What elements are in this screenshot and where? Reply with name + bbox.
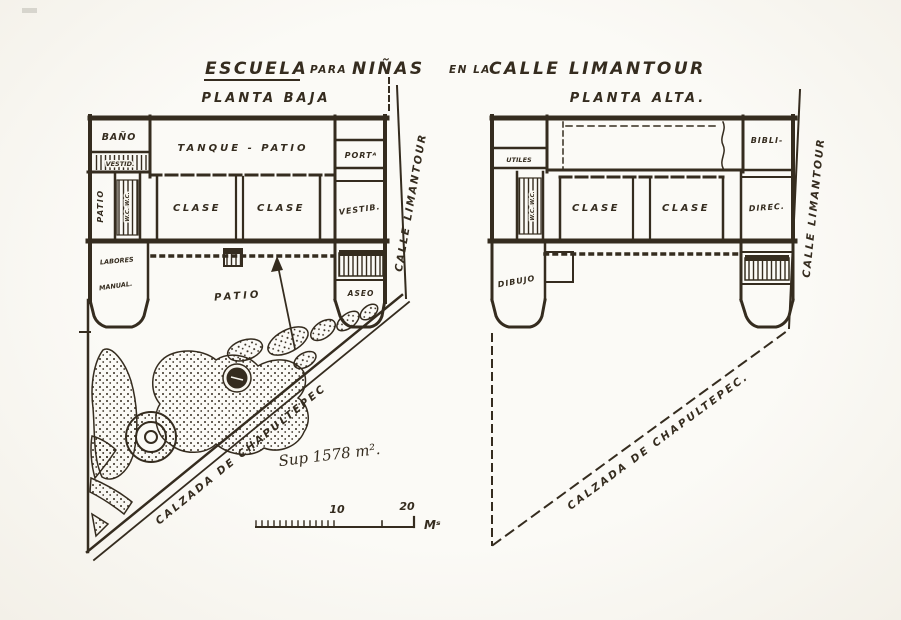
garden-tree [222,363,252,393]
room-label-wc-baja: W.C. W.C. [125,192,131,222]
room-label-aseo: ASEO [347,289,375,298]
title-calle-limantour: CALLE LIMANTOUR [489,59,706,79]
heading-planta-baja: PLANTA BAJA [201,91,330,106]
bay-labores [88,298,150,329]
room-label-utiles: UTILES [506,156,532,164]
room-label-direccion: DIREC. [748,202,785,214]
garden-fountain [125,411,177,463]
room-label-biblioteca: BIBLI- [751,136,784,145]
room-label-clase-1-baja: CLASE [173,203,221,214]
stairs-baja-top [339,250,383,256]
heading-planta-alta: PLANTA ALTA. [570,91,707,106]
stairs-baja [338,252,384,277]
room-label-vestibulo: VESTIB. [338,202,381,217]
sheet-title: ESCUELA PARA NIÑAS EN LA CALLE LIMANTOUR… [201,56,707,106]
garden-planta-baja [89,303,379,538]
garden-bed [89,476,133,516]
room-label-labores-2: MANUAL. [99,280,133,293]
title-ninas: NIÑAS [352,56,425,79]
bay-dibujo [490,298,547,329]
garden-bed [226,338,264,362]
room-label-tanque-patio: TANQUE - PATIO [178,143,309,154]
garden-bed [90,512,110,538]
wc-stalls-alta [518,177,542,235]
stairs-alta [744,257,790,281]
room-label-porteria: PORTᴬ [345,151,378,160]
room-label-bano: BAÑO [102,132,137,143]
street-label-calzada-alta: CALZADA DE CHAPULTEPEC. [565,371,751,513]
label-patio-main: PATIO [214,289,262,303]
title-escuela: ESCUELA [205,59,308,79]
dibujo-closet [544,251,574,283]
title-para: PARA [310,64,347,76]
stairs-hatch-vestid [93,155,147,170]
room-label-wc-alta: W.C. W.C. [530,191,536,221]
planta-baja-labels: BAÑO VESTID. TANQUE - PATIO PORTᴬ PATIO … [96,132,429,527]
calle-line-alta [787,88,802,330]
bay-alta [739,298,795,329]
street-label-calle-baja: CALLE LIMANTOUR [393,132,429,273]
room-label-clase-2-alta: CLASE [662,203,710,214]
calle-line-baja [395,84,408,300]
planta-alta-walls [487,88,802,547]
room-label-dibujo: DIBUJO [497,274,536,289]
room-label-patio-column: PATIO [96,189,105,222]
room-label-vestid: VESTID. [106,160,135,168]
garden-bed [267,326,309,356]
corridor-stair-top [224,249,242,254]
street-label-calle-alta: CALLE LIMANTOUR [801,137,828,278]
scale-bar: 10 20 Mˢ [255,500,441,532]
scale-unit: Mˢ [424,518,441,532]
garden-bed [309,318,337,342]
scale-tick-10: 10 [329,503,345,516]
garden-bed [359,303,379,321]
garden-bed [293,350,317,370]
patio-arrowhead [271,256,283,272]
calzada-dash-alta [491,329,789,547]
scan-smudge [22,8,37,13]
wc-stalls-baja [116,179,139,236]
garden-bed [90,435,117,480]
planta-alta-labels: UTILES BIBLI- W.C. W.C. CLASE CLASE DIRE… [497,136,827,513]
room-label-labores-1: LABORES [100,256,135,267]
stairs-alta-top [745,255,789,261]
scale-tick-20: 20 [399,500,415,513]
title-en-la: EN LA [449,64,491,76]
room-label-clase-1-alta: CLASE [572,203,620,214]
garden-bed [336,310,360,332]
terrace-wavy-line [721,120,725,170]
room-label-clase-2-baja: CLASE [257,203,305,214]
